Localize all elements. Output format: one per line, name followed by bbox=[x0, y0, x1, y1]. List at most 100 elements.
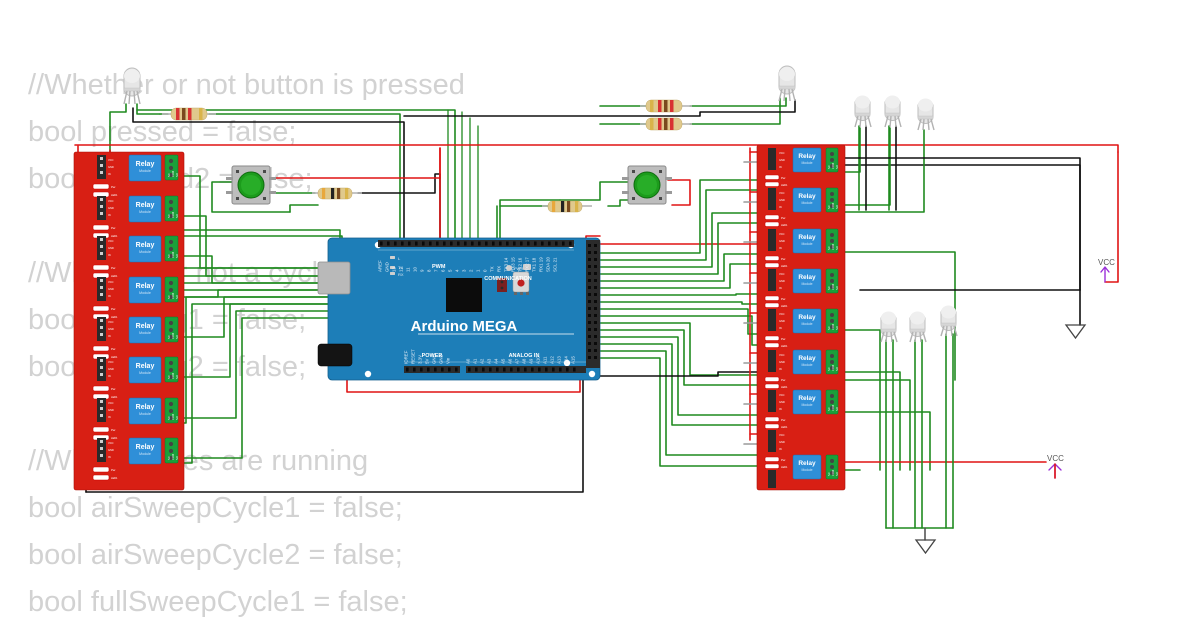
relay-channel[interactable]: Relay Module bbox=[92, 235, 179, 279]
pin-label: A0 bbox=[466, 358, 471, 364]
relay-channel[interactable]: Relay Module bbox=[764, 349, 839, 389]
pin-label: RX2 17 bbox=[525, 257, 530, 272]
led-group-a-2[interactable] bbox=[884, 95, 902, 128]
pin-label: Pwr bbox=[781, 176, 786, 180]
pin-label: COM bbox=[171, 171, 175, 177]
arduino-mega-board[interactable]: Arduino MEGA bbox=[317, 237, 601, 381]
pin-label: 13 bbox=[392, 267, 397, 272]
pushbutton-1[interactable] bbox=[226, 165, 276, 205]
pin-label: LED1 bbox=[111, 395, 118, 399]
relay-label: Relay bbox=[798, 460, 816, 467]
pin-label: GND bbox=[432, 354, 437, 364]
pin-label: NO bbox=[835, 165, 839, 169]
relay-channel[interactable]: Relay Module bbox=[764, 308, 839, 348]
relay-board-right[interactable]: Relay Module Relay Module bbox=[756, 144, 846, 491]
led-tx-label: TX bbox=[398, 265, 403, 270]
relay-channel[interactable]: Relay Module bbox=[92, 356, 179, 400]
pin-label: NC bbox=[167, 456, 171, 460]
relay-label: Relay bbox=[136, 161, 155, 168]
led-tx bbox=[390, 266, 395, 269]
relay-board-left[interactable]: Relay Module Relay Module bbox=[73, 151, 185, 491]
pin-label: 5V bbox=[425, 359, 430, 364]
relay-sublabel: Module bbox=[801, 242, 812, 246]
pin-label: GND bbox=[779, 440, 785, 444]
relay-label: Relay bbox=[798, 314, 816, 321]
led-top-left[interactable] bbox=[123, 67, 141, 105]
relay-sublabel: Module bbox=[139, 169, 151, 173]
relay-channel[interactable]: Relay Module bbox=[92, 437, 179, 481]
resistor-top-right-b[interactable] bbox=[640, 117, 692, 131]
pin-label: Pwr bbox=[781, 458, 786, 462]
relay-sublabel: Module bbox=[801, 322, 812, 326]
pin-label: NC bbox=[167, 254, 171, 258]
pin-label: GND bbox=[108, 448, 114, 452]
relay-channel[interactable]: Relay Module bbox=[764, 147, 839, 187]
pin-label: NC bbox=[167, 295, 171, 299]
relay-sublabel: Module bbox=[801, 161, 812, 165]
relay-channel[interactable]: Relay Module bbox=[764, 187, 839, 227]
led-group-a-3[interactable] bbox=[917, 98, 935, 131]
communication-section-label: COMMUNICATION bbox=[484, 276, 532, 282]
pin-label: NC bbox=[827, 205, 831, 209]
pin-label: A5 bbox=[501, 358, 506, 364]
pin-label: A13 bbox=[557, 356, 562, 364]
reset-button[interactable] bbox=[523, 264, 531, 270]
led-rx-label: RX bbox=[398, 272, 404, 277]
resistor-top-right-a[interactable] bbox=[640, 99, 692, 113]
pin-label: IN bbox=[779, 367, 782, 371]
pin-label: GND bbox=[779, 198, 785, 202]
pin-label: IOREF bbox=[404, 350, 409, 364]
pin-label: TX2 16 bbox=[518, 257, 523, 272]
pin-label: A4 bbox=[494, 358, 499, 364]
pin-label: VCC bbox=[779, 151, 785, 155]
pin-label: Pwr bbox=[781, 297, 786, 301]
pin-label: Pwr bbox=[111, 347, 116, 351]
relay-channel[interactable]: Relay Module bbox=[92, 154, 179, 198]
pin-label: Pwr bbox=[111, 185, 116, 189]
led-group-b-1[interactable] bbox=[880, 311, 898, 343]
pin-label: VCC bbox=[108, 280, 114, 284]
pin-label: NC bbox=[827, 326, 831, 330]
relay-label: Relay bbox=[136, 283, 155, 290]
pin-label: LED1 bbox=[111, 436, 118, 440]
relay-sublabel: Module bbox=[139, 412, 151, 416]
resistor-top-left[interactable] bbox=[162, 107, 216, 121]
pin-label: GND bbox=[108, 246, 114, 250]
pin-label: A12 bbox=[550, 356, 555, 364]
pin-label: Pwr bbox=[111, 387, 116, 391]
pin-label: VCC bbox=[108, 320, 114, 324]
pin-label: IN bbox=[108, 374, 111, 378]
resistor-btn2[interactable] bbox=[542, 200, 592, 213]
pin-label: VCC bbox=[779, 232, 785, 236]
pushbutton-2[interactable] bbox=[622, 165, 672, 205]
relay-channel[interactable]: Relay Module bbox=[92, 397, 179, 441]
led-group-a-1[interactable] bbox=[854, 95, 872, 128]
pin-label: 8 bbox=[427, 269, 432, 272]
pin-label: COM bbox=[171, 252, 175, 258]
pin-label: GND bbox=[108, 367, 114, 371]
relay-sublabel: Module bbox=[801, 201, 812, 205]
relay-label: Relay bbox=[136, 404, 155, 411]
pin-label: 0 bbox=[483, 269, 488, 272]
pin-label: LED1 bbox=[111, 355, 118, 359]
relay-channel[interactable]: Relay Module bbox=[764, 389, 839, 429]
resistor-btn1[interactable] bbox=[312, 187, 362, 200]
relay-channel[interactable]: Relay Module bbox=[764, 430, 839, 488]
pin-label: NC bbox=[827, 286, 831, 290]
pin-label: COM bbox=[831, 203, 835, 209]
relay-channel[interactable]: Relay Module bbox=[764, 268, 839, 308]
pin-label: LED1 bbox=[111, 315, 118, 319]
relay-label: Relay bbox=[798, 395, 816, 402]
pin-label: NC bbox=[167, 214, 171, 218]
relay-channel[interactable]: Relay Module bbox=[764, 228, 839, 268]
led-group-b-2[interactable] bbox=[909, 311, 927, 343]
relay-label: Relay bbox=[136, 363, 155, 370]
pin-label: GND bbox=[779, 360, 785, 364]
pin-label: VCC bbox=[779, 393, 785, 397]
led-group-b-3[interactable] bbox=[940, 305, 958, 337]
pin-label: NO bbox=[175, 214, 179, 218]
led-rx bbox=[390, 272, 395, 275]
pin-label: NO bbox=[175, 335, 179, 339]
led-top-right[interactable] bbox=[778, 65, 796, 102]
